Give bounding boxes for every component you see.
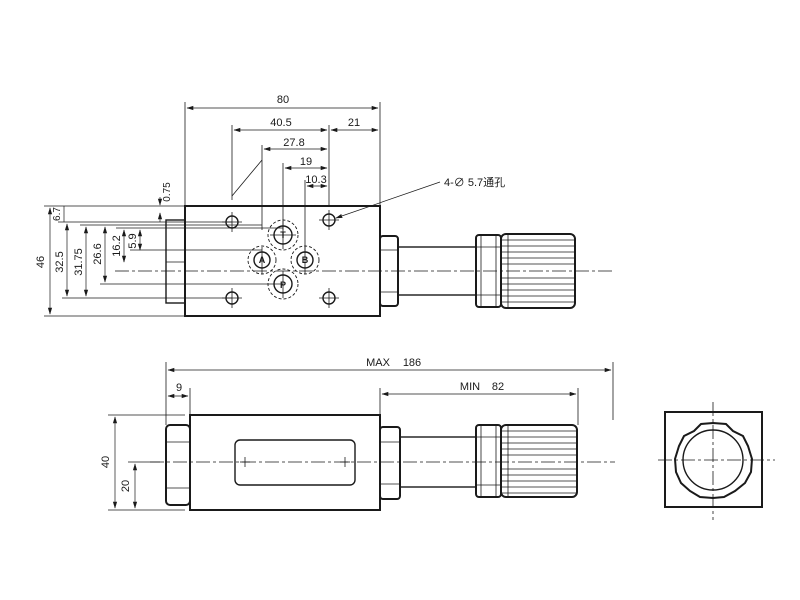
dim-40: 40 bbox=[100, 456, 112, 468]
valve-body-front bbox=[189, 414, 381, 511]
port-t-label: T bbox=[280, 230, 286, 240]
mounting-hole-bottom-left bbox=[222, 288, 242, 308]
port-p-label: P bbox=[280, 280, 286, 290]
mounting-hole-top-right bbox=[319, 210, 339, 230]
dim-21: 21 bbox=[348, 117, 360, 129]
dim-40-5: 40.5 bbox=[270, 117, 291, 129]
dim-6-7: 6.7 bbox=[52, 207, 63, 221]
dim-186: 186 bbox=[403, 357, 421, 369]
mounting-hole-bottom-right bbox=[319, 288, 339, 308]
dim-82: 82 bbox=[492, 381, 504, 393]
hole-callout-leader bbox=[335, 181, 441, 219]
dim-min-label: MIN bbox=[460, 381, 480, 393]
valve-body-top bbox=[184, 205, 381, 317]
dim-5-9: 5.9 bbox=[127, 233, 139, 248]
end-view-body bbox=[664, 411, 763, 508]
port-t: T bbox=[267, 219, 299, 251]
port-a: A bbox=[247, 245, 277, 275]
dim-16-2: 16.2 bbox=[111, 235, 123, 256]
port-b: B bbox=[290, 245, 320, 275]
port-b-label: B bbox=[302, 255, 309, 265]
dim-0-75: 0.75 bbox=[162, 182, 173, 202]
adjuster-front-view bbox=[379, 424, 578, 500]
dim-10-3: 10.3 bbox=[305, 174, 326, 186]
top-view: 80 40.5 21 27.8 19 10.3 0.75 46 bbox=[35, 94, 615, 317]
dim-27-8: 27.8 bbox=[283, 137, 304, 149]
hole-callout: 4-∅ 5.7通孔 bbox=[444, 176, 505, 189]
dim-32-5: 32.5 bbox=[54, 251, 66, 272]
end-view bbox=[658, 402, 775, 520]
dim-20: 20 bbox=[120, 480, 132, 492]
left-plate-top bbox=[165, 219, 186, 304]
dim-31-75: 31.75 bbox=[73, 248, 85, 276]
port-a-label: A bbox=[259, 255, 266, 265]
left-hex-nut bbox=[165, 424, 191, 506]
dim-46: 46 bbox=[35, 256, 47, 268]
front-view: MAX 186 9 MIN 82 40 20 bbox=[100, 357, 615, 511]
mounting-hole-top-left bbox=[222, 212, 242, 232]
dim-26-6: 26.6 bbox=[92, 243, 104, 264]
end-view-knob bbox=[673, 421, 754, 500]
adjuster-top-view bbox=[379, 233, 576, 309]
dim-19: 19 bbox=[300, 156, 312, 168]
nameplate-slot bbox=[234, 439, 356, 486]
dim-80: 80 bbox=[277, 94, 289, 106]
dim-9: 9 bbox=[176, 382, 182, 394]
dim-max-label: MAX bbox=[366, 357, 391, 369]
port-p: P bbox=[267, 268, 299, 300]
